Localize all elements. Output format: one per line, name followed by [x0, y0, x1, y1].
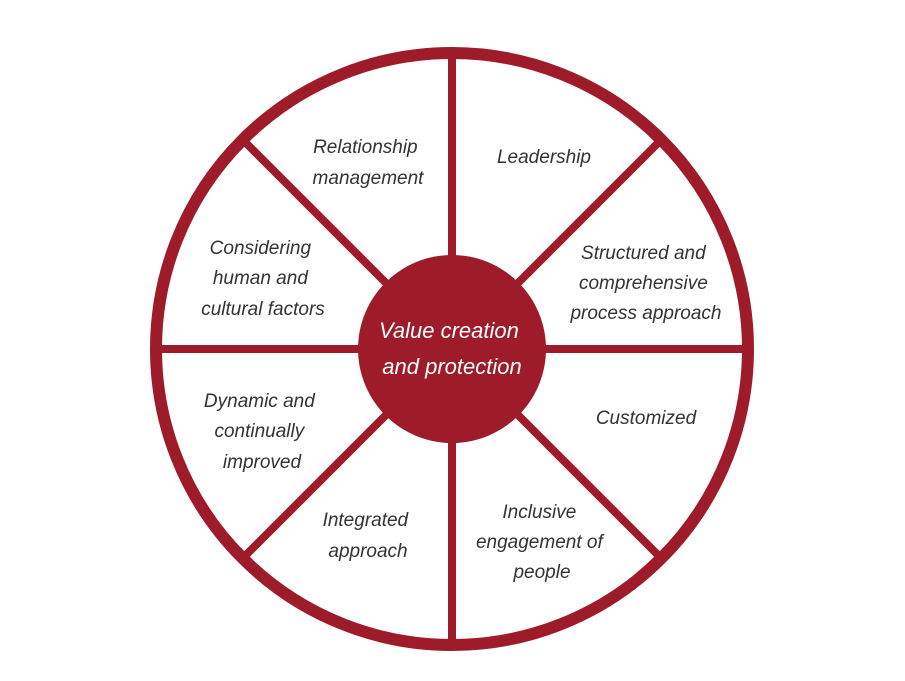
- segment-structured-process: Structured and comprehensive process app…: [569, 243, 721, 324]
- segment-relationship-management: Relationship management: [313, 137, 425, 189]
- segment-dynamic-improved: Dynamic and continually improved: [204, 391, 320, 473]
- center-label-line-1: Value creation: [379, 318, 519, 343]
- center-hub: [358, 255, 546, 443]
- center-label-line-2: and protection: [382, 354, 521, 379]
- segment-leadership: Leadership: [497, 147, 591, 168]
- segment-inclusive-engagement: Inclusive engagement of people: [476, 502, 608, 583]
- segment-human-cultural: Considering human and cultural factors: [201, 238, 325, 320]
- segment-customized: Customized: [596, 408, 698, 429]
- segment-integrated-approach: Integrated approach: [323, 510, 414, 562]
- outer-ring: [150, 47, 754, 651]
- center-label: Value creation and protection: [379, 318, 525, 379]
